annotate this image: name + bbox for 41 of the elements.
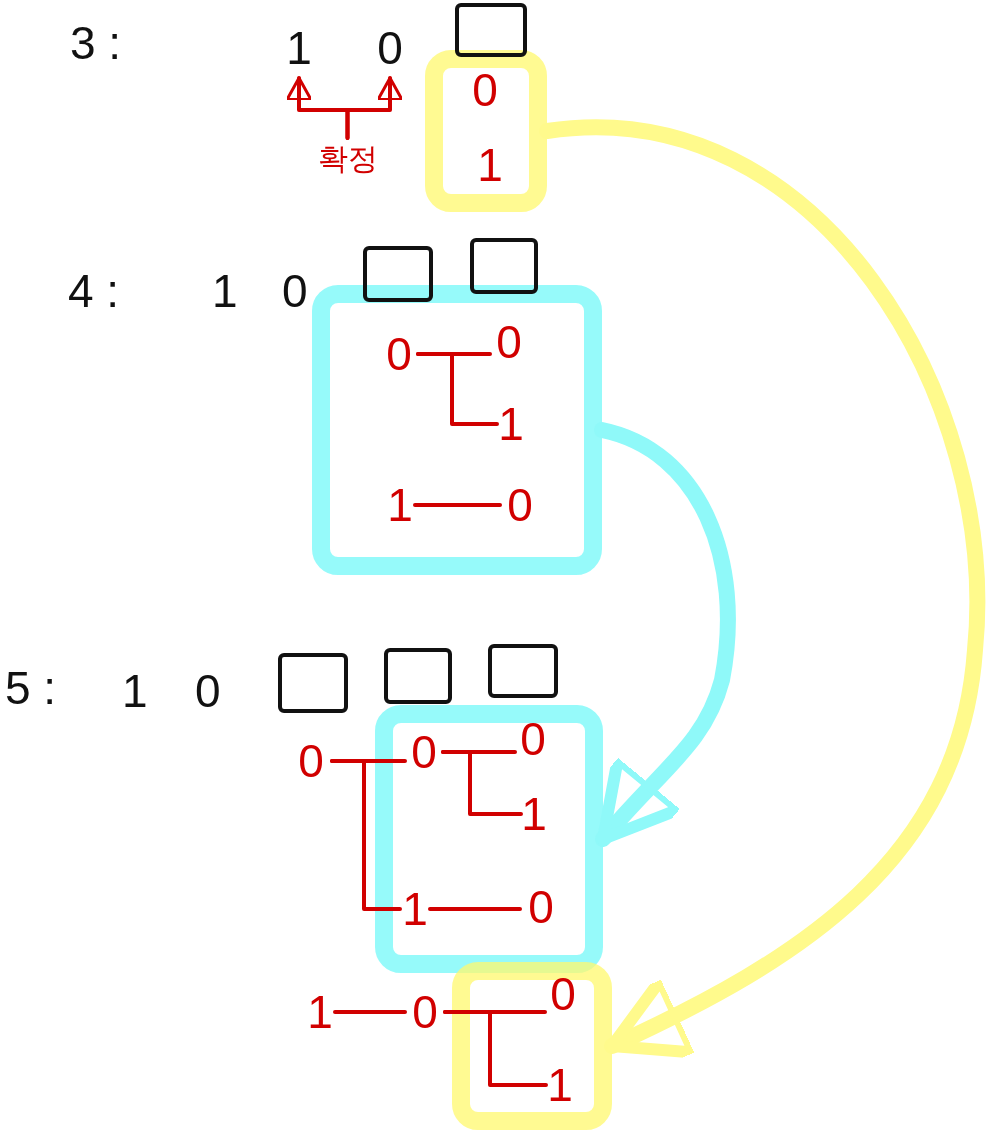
digit: 1 [282,22,316,74]
tree-line [443,1010,548,1087]
arrow [345,76,404,140]
digit: 0 [380,330,418,378]
tree-line [428,907,522,911]
digit: 0 [370,22,410,74]
digit: 0 [290,735,332,787]
digit: 0 [195,668,221,714]
highlight-box [375,705,603,973]
digit: 1 [521,790,547,838]
digit: 1 [385,478,415,532]
highlight-box [312,285,602,575]
curved-arrow [594,422,736,847]
digit: 0 [515,720,551,758]
row-label: 4 : [68,268,120,314]
tree-line [413,503,502,507]
digit: 0 [405,730,443,774]
digit: 0 [490,322,528,362]
digit: 0 [405,988,445,1036]
digit: 1 [305,985,335,1039]
digit: 1 [212,268,238,314]
digit: 0 [520,884,562,930]
digit: 1 [475,140,505,190]
digit: 1 [400,882,430,936]
highlight-box [452,962,612,1130]
tree-line [416,352,499,426]
digit: 0 [500,480,540,530]
digit: 0 [545,975,581,1013]
highlight-box [425,50,547,212]
curved-arrow [539,119,986,1058]
tree-line [441,750,523,816]
row-label: 3 : [70,20,122,66]
note-label: 확정 [300,138,395,180]
tree-line [330,759,402,911]
digit: 1 [546,1058,574,1112]
tree-line [333,1010,407,1014]
row-label: 5 : [5,665,57,711]
digit: 0 [282,268,308,314]
digit: 0 [465,70,505,110]
digit: 1 [122,668,148,714]
digit: 1 [497,398,525,450]
